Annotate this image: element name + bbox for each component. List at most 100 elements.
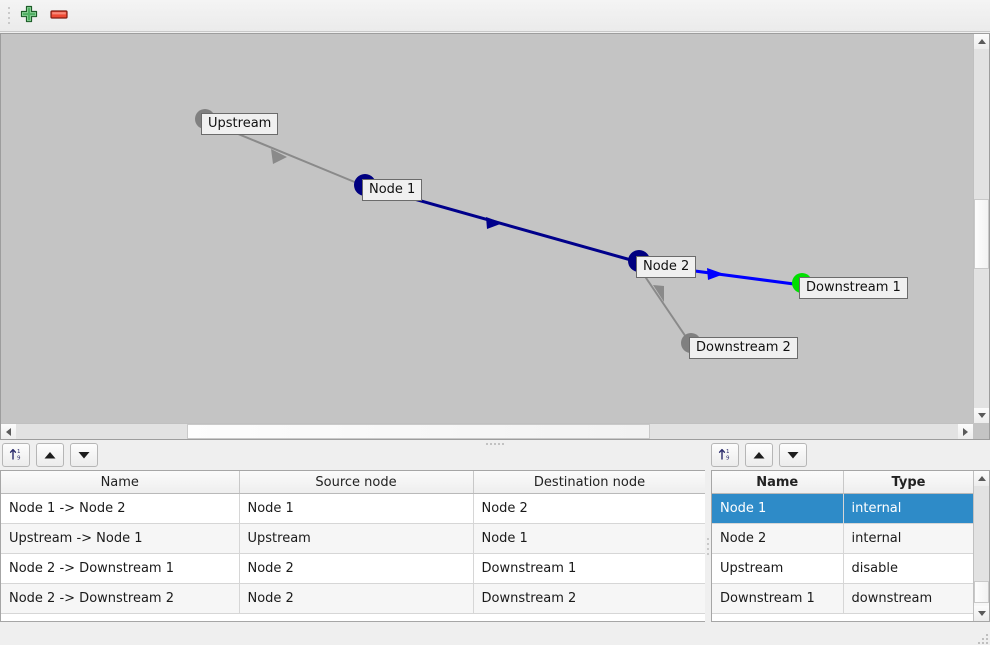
canvas-scroll-up-button[interactable] xyxy=(974,34,989,49)
nodes-cell-name[interactable]: Upstream xyxy=(712,553,844,584)
grip-dot xyxy=(982,642,984,644)
canvas-tables-splitter[interactable] xyxy=(0,440,990,448)
edges-cell-source[interactable]: Node 2 xyxy=(239,553,474,584)
nodes-table[interactable]: Name Type Node 1 internal Node 2 interna… xyxy=(712,471,975,621)
canvas-vscroll-track-lower[interactable] xyxy=(974,269,989,408)
edges-column-header-destination[interactable]: Destination node xyxy=(473,471,705,494)
edges-column-header-source[interactable]: Source node xyxy=(239,471,474,494)
nodes-cell-name[interactable]: Node 1 xyxy=(712,493,844,524)
svg-text:1: 1 xyxy=(726,449,730,455)
edges-table-panel[interactable]: Name Source node Destination node Node 1… xyxy=(0,470,706,622)
chevron-down-icon xyxy=(977,413,986,418)
graph-label-upstream[interactable]: Upstream xyxy=(201,113,279,135)
grip-dot xyxy=(986,634,988,636)
table-row[interactable]: Node 1 internal xyxy=(712,493,975,524)
grip-dot xyxy=(986,638,988,640)
edges-table[interactable]: Name Source node Destination node Node 1… xyxy=(1,471,705,621)
nodes-cell-type[interactable]: internal xyxy=(843,523,975,554)
add-button[interactable] xyxy=(14,2,44,30)
canvas-hscroll-track-left[interactable] xyxy=(16,424,187,439)
edge-upstream-node1-arrowhead xyxy=(271,149,287,164)
graph-canvas-panel[interactable]: Upstream Node 1 Node 2 Downstream 1 Down… xyxy=(0,33,990,440)
chevron-up-icon xyxy=(977,39,986,44)
graph-nodes xyxy=(195,109,812,353)
arrow-up-icon xyxy=(752,448,766,463)
splitter-dot xyxy=(490,443,492,445)
nodes-move-up-button[interactable] xyxy=(745,443,773,467)
nodes-vscroll-track-upper[interactable] xyxy=(974,486,989,581)
nodes-table-panel[interactable]: Name Type Node 1 internal Node 2 interna… xyxy=(711,470,990,622)
grip-dot xyxy=(8,12,10,14)
edges-cell-destination[interactable]: Downstream 2 xyxy=(473,583,705,614)
edges-move-down-button[interactable] xyxy=(70,443,98,467)
edges-cell-source[interactable]: Node 1 xyxy=(239,493,474,524)
table-row[interactable]: Upstream disable xyxy=(712,553,975,584)
nodes-cell-type[interactable]: downstream xyxy=(843,583,975,614)
nodes-move-down-button[interactable] xyxy=(779,443,807,467)
nodes-cell-type[interactable]: disable xyxy=(843,553,975,584)
edges-cell-source[interactable]: Upstream xyxy=(239,523,474,554)
nodes-column-header-name[interactable]: Name xyxy=(712,471,844,494)
graph-drawing-surface[interactable] xyxy=(1,34,973,421)
nodes-table-empty-row[interactable] xyxy=(712,613,975,621)
minus-icon xyxy=(48,4,70,27)
table-row[interactable]: Downstream 1 downstream xyxy=(712,583,975,614)
grip-dot xyxy=(8,17,10,19)
nodes-cell-name[interactable]: Downstream 1 xyxy=(712,583,844,614)
canvas-vscroll-thumb[interactable] xyxy=(974,199,989,269)
edge-node2-downstream2[interactable] xyxy=(641,271,689,341)
nodes-cell-type[interactable]: internal xyxy=(843,493,975,524)
edges-cell-name[interactable]: Upstream -> Node 1 xyxy=(1,523,240,554)
splitter-dot xyxy=(707,547,709,550)
window-resize-grip[interactable] xyxy=(976,632,988,644)
canvas-hscroll-thumb[interactable] xyxy=(187,424,650,439)
nodes-sort-toggle-button[interactable]: 1 9 xyxy=(711,443,739,467)
graph-label-node1[interactable]: Node 1 xyxy=(362,179,423,201)
edges-empty-cell[interactable] xyxy=(1,613,705,621)
edges-cell-destination[interactable]: Node 2 xyxy=(473,493,705,524)
nodes-table-body: Node 1 internal Node 2 internal Upstream… xyxy=(712,493,975,621)
edge-node2-downstream1-arrowhead xyxy=(707,268,724,280)
edges-cell-destination[interactable]: Node 1 xyxy=(473,523,705,554)
nodes-scroll-up-button[interactable] xyxy=(974,471,989,486)
arrow-down-icon xyxy=(77,448,91,463)
edges-cell-name[interactable]: Node 2 -> Downstream 2 xyxy=(1,583,240,614)
table-row[interactable]: Node 1 -> Node 2 Node 1 Node 2 xyxy=(1,493,705,524)
toolbar-drag-grip[interactable] xyxy=(4,5,14,27)
tables-splitter[interactable] xyxy=(705,470,711,622)
status-bar xyxy=(0,624,990,645)
nodes-scroll-down-button[interactable] xyxy=(974,606,989,621)
graph-edges xyxy=(213,123,795,341)
canvas-vscroll-track-upper[interactable] xyxy=(974,49,989,199)
canvas-scroll-down-button[interactable] xyxy=(974,408,989,423)
canvas-vertical-scrollbar[interactable] xyxy=(973,34,989,423)
edges-sort-toggle-button[interactable]: 1 9 xyxy=(2,443,30,467)
graph-label-node2[interactable]: Node 2 xyxy=(636,256,697,278)
nodes-cell-name[interactable]: Node 2 xyxy=(712,523,844,554)
nodes-table-vertical-scrollbar[interactable] xyxy=(973,471,989,621)
nodes-column-header-type[interactable]: Type xyxy=(843,471,975,494)
canvas-horizontal-scrollbar[interactable] xyxy=(1,423,973,439)
nodes-empty-cell[interactable] xyxy=(712,613,975,621)
canvas-hscroll-track-right[interactable] xyxy=(650,424,958,439)
graph-label-downstream2[interactable]: Downstream 2 xyxy=(689,337,798,359)
remove-button[interactable] xyxy=(44,2,74,30)
edges-cell-source[interactable]: Node 2 xyxy=(239,583,474,614)
main-toolbar xyxy=(0,0,990,32)
splitter-dot xyxy=(498,443,500,445)
edges-cell-destination[interactable]: Downstream 1 xyxy=(473,553,705,584)
table-row[interactable]: Node 2 -> Downstream 1 Node 2 Downstream… xyxy=(1,553,705,584)
table-row[interactable]: Node 2 -> Downstream 2 Node 2 Downstream… xyxy=(1,583,705,614)
edges-move-up-button[interactable] xyxy=(36,443,64,467)
edges-table-empty-row[interactable] xyxy=(1,613,705,621)
table-row[interactable]: Node 2 internal xyxy=(712,523,975,554)
table-row[interactable]: Upstream -> Node 1 Upstream Node 1 xyxy=(1,523,705,554)
nodes-vscroll-thumb[interactable] xyxy=(974,581,989,603)
splitter-dot xyxy=(707,542,709,545)
edges-cell-name[interactable]: Node 1 -> Node 2 xyxy=(1,493,240,524)
canvas-scroll-right-button[interactable] xyxy=(958,424,973,439)
edges-column-header-name[interactable]: Name xyxy=(1,471,240,494)
canvas-scroll-left-button[interactable] xyxy=(1,424,16,439)
graph-label-downstream1[interactable]: Downstream 1 xyxy=(799,277,908,299)
edges-cell-name[interactable]: Node 2 -> Downstream 1 xyxy=(1,553,240,584)
